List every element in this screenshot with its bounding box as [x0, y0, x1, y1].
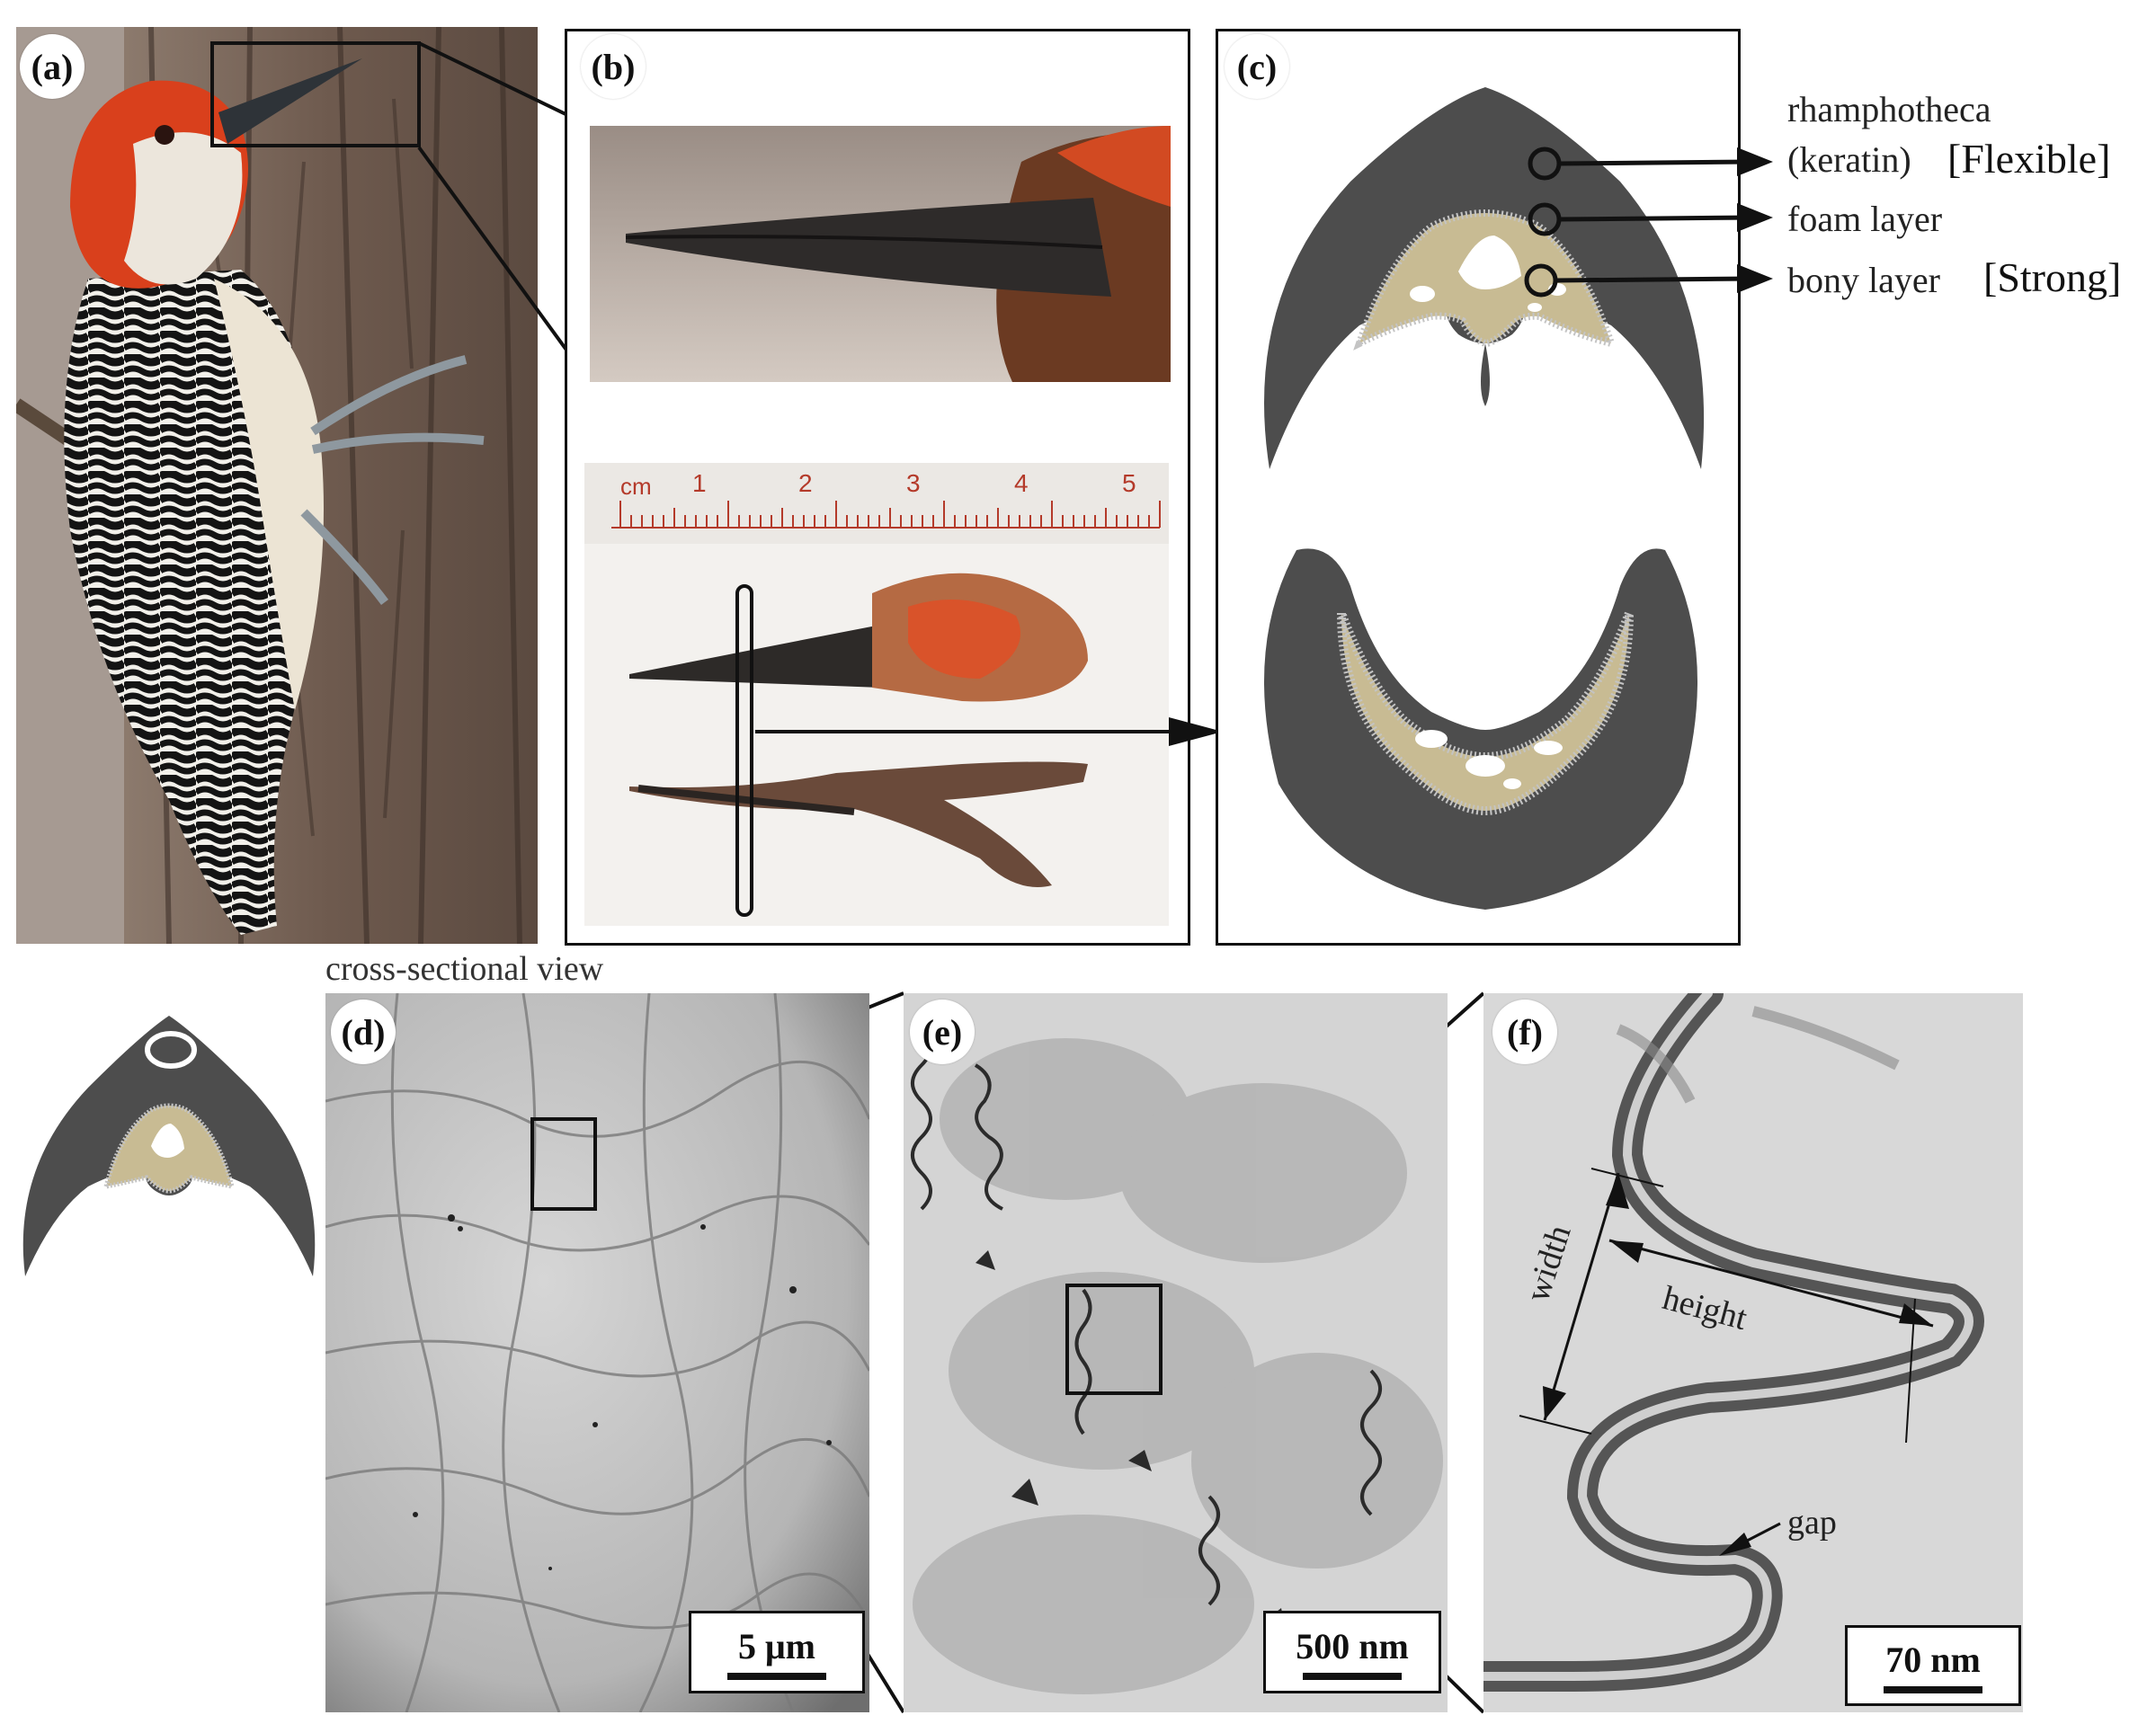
ruler-tick-label: 5 [1122, 469, 1136, 497]
panel-a-label: (a) [20, 34, 85, 99]
panel-f-label: (f) [1492, 1000, 1557, 1064]
upper-beak-section [1264, 87, 1705, 469]
foam-layer-label: foam layer [1787, 199, 1943, 239]
flexible-tag: [Flexible] [1947, 136, 2111, 182]
ruler-tick-label: 2 [798, 469, 813, 497]
beak-closeup-photo [590, 126, 1171, 382]
scale-bar-d: 5 μm [689, 1611, 865, 1693]
beak-cross-sections [1264, 87, 1705, 910]
ruler-tick-label: 1 [692, 469, 707, 497]
beak-zoom-box [210, 41, 421, 147]
keratin-label: (keratin) [1787, 139, 1911, 180]
gap-annotation: gap [1787, 1504, 1837, 1542]
scale-bar-f: 70 nm [1845, 1625, 2021, 1706]
panel-a-photo [16, 27, 538, 944]
scale-bar-f-text: 70 nm [1885, 1639, 1981, 1680]
panel-c-label: (c) [1225, 34, 1289, 99]
panel-d-label: (d) [331, 1000, 396, 1064]
section-arrow [755, 717, 1223, 746]
strong-tag: [Strong] [1983, 254, 2122, 300]
zoom-box-d [530, 1117, 597, 1211]
dissected-beak-photo [584, 463, 1169, 926]
layer-callout-arrows [1555, 147, 1773, 293]
cross-section-thumbnail [22, 1016, 316, 1276]
zoom-box-e [1065, 1284, 1163, 1395]
ruler-unit: cm [620, 473, 652, 500]
panel-b-label: (b) [581, 34, 646, 99]
woodpecker-illustration [16, 27, 538, 944]
panel-d-micrograph [325, 993, 869, 1712]
bony-layer-label: bony layer [1787, 260, 1940, 300]
panel-e-label: (e) [910, 1000, 975, 1064]
lower-beak-section [1264, 548, 1697, 910]
section-marker [735, 584, 753, 917]
scale-bar-d-text: 5 μm [738, 1625, 815, 1666]
panel-e-micrograph [904, 993, 1448, 1712]
panel-f-micrograph [1483, 993, 2023, 1712]
scale-bar-e: 500 nm [1263, 1611, 1441, 1693]
scale-bar-e-text: 500 nm [1296, 1625, 1409, 1666]
rhamphotheca-label: rhamphotheca [1787, 89, 1991, 129]
ruler-tick-label: 4 [1014, 469, 1029, 497]
cross-section-caption: cross-sectional view [325, 950, 604, 988]
ruler-tick-label: 3 [906, 469, 921, 497]
